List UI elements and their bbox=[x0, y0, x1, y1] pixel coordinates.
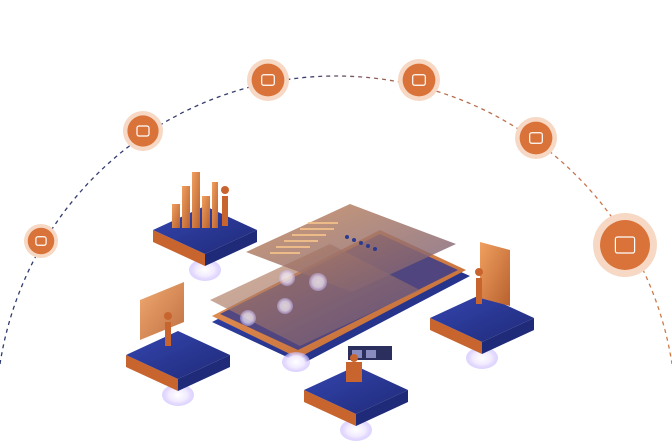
orbit-dashed-arc bbox=[0, 75, 672, 365]
browser-settings-icon bbox=[515, 117, 557, 159]
platform-mobile bbox=[430, 294, 534, 369]
desk-workstation-figure bbox=[346, 346, 392, 382]
platform-desk bbox=[304, 366, 408, 441]
monitor-network-icon bbox=[593, 213, 657, 277]
bar-chart-sculpture bbox=[172, 172, 229, 228]
cloud-icon bbox=[247, 59, 289, 101]
whiteboard-figure bbox=[140, 282, 184, 346]
central-phone bbox=[210, 204, 470, 372]
code-window-icon bbox=[24, 224, 58, 258]
mobile-device-icon bbox=[123, 111, 163, 151]
platform-whiteboard bbox=[126, 331, 230, 406]
megaphone-icon bbox=[398, 59, 440, 101]
standing-phone-figure bbox=[475, 242, 510, 306]
ui-sheet-upper bbox=[246, 204, 456, 292]
